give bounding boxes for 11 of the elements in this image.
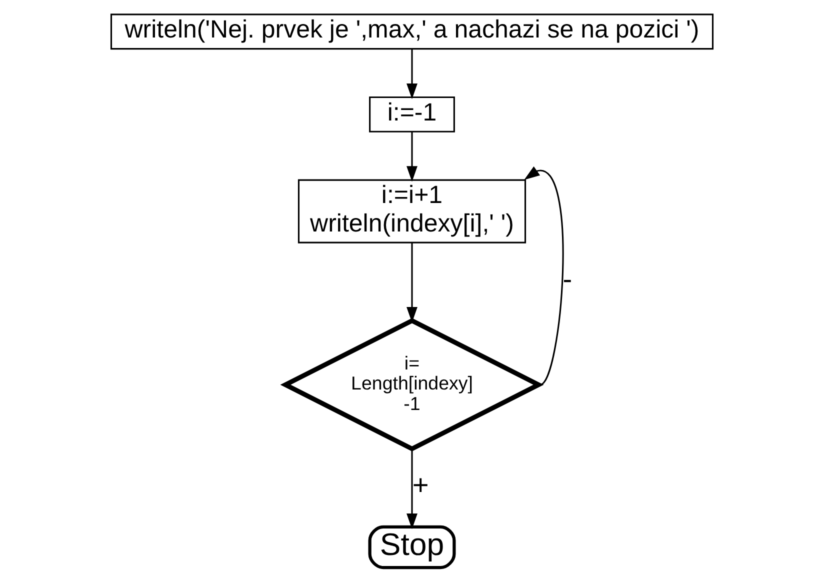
edge-label: - [562,264,572,294]
arrow [406,448,417,530]
arrow [524,166,564,386]
node-diamond: i= Length[indexy] -1 [280,318,544,452]
node-box: i:=-1 [368,96,454,132]
node-box: writeln('Nej. prvek je ',max,' a nachazi se na pozici ') [110,14,714,50]
node-box: Stop [368,525,456,570]
edge-label: + [412,470,428,501]
arrow [406,49,417,100]
arrow [406,132,417,182]
node-box: i:=i+1 writeln(indexy[i],' ') [297,179,526,244]
